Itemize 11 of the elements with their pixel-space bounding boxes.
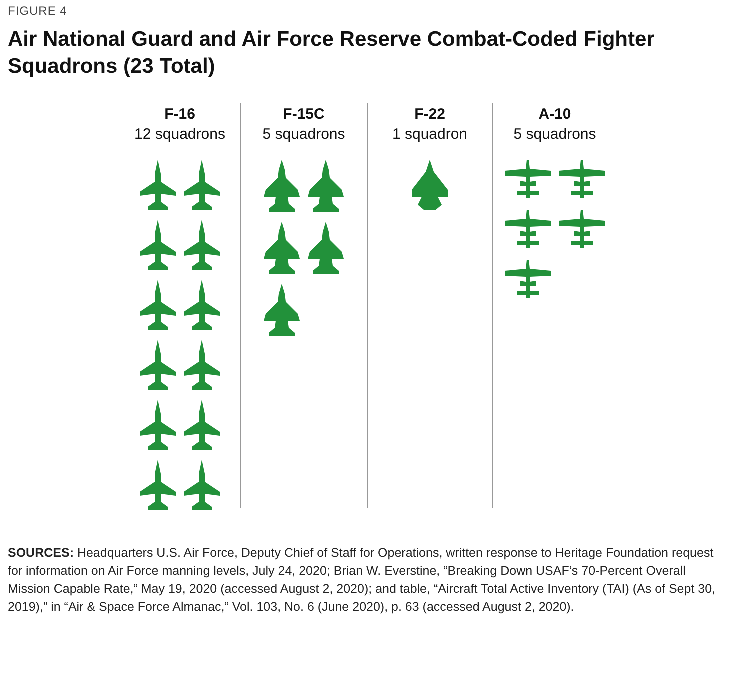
category-label: F-22 <box>414 106 446 123</box>
chart-title: Air National Guard and Air Force Reserve Combat-Coded Fighter Squadrons (23 Total) <box>8 27 656 80</box>
source-note: SOURCES: Headquarters U.S. Air Force, Deputy Chief of Staff for Operations, written response to Heritage Foundation request for information on Air Force manning levels, July 24, 2020; Brian W. Everstine, “Breaking Down USAF’s 70-Percent Overall Mission Capable Rate,” May 19, 2020 (accessed August 2, 2020); and table, “Aircraft Total Active Inventory (TAI) (As of Sept 30, 2019),” in “Air & Space Force Almanac,” Vol. 103, No. 6 (June 2020), p. 63 (accessed August 2, 2020). <box>8 545 717 616</box>
category-label: F-15C <box>282 106 326 123</box>
value-label: 1 squadron <box>391 126 469 143</box>
value-label: 5 squadrons <box>512 126 598 143</box>
value-label: 5 squadrons <box>262 126 346 143</box>
category-label: A-10 <box>538 106 572 123</box>
value-label: 12 squadrons <box>134 126 226 143</box>
figure-number: FIGURE 4 <box>8 4 68 18</box>
category-label: F-16 <box>164 106 196 123</box>
